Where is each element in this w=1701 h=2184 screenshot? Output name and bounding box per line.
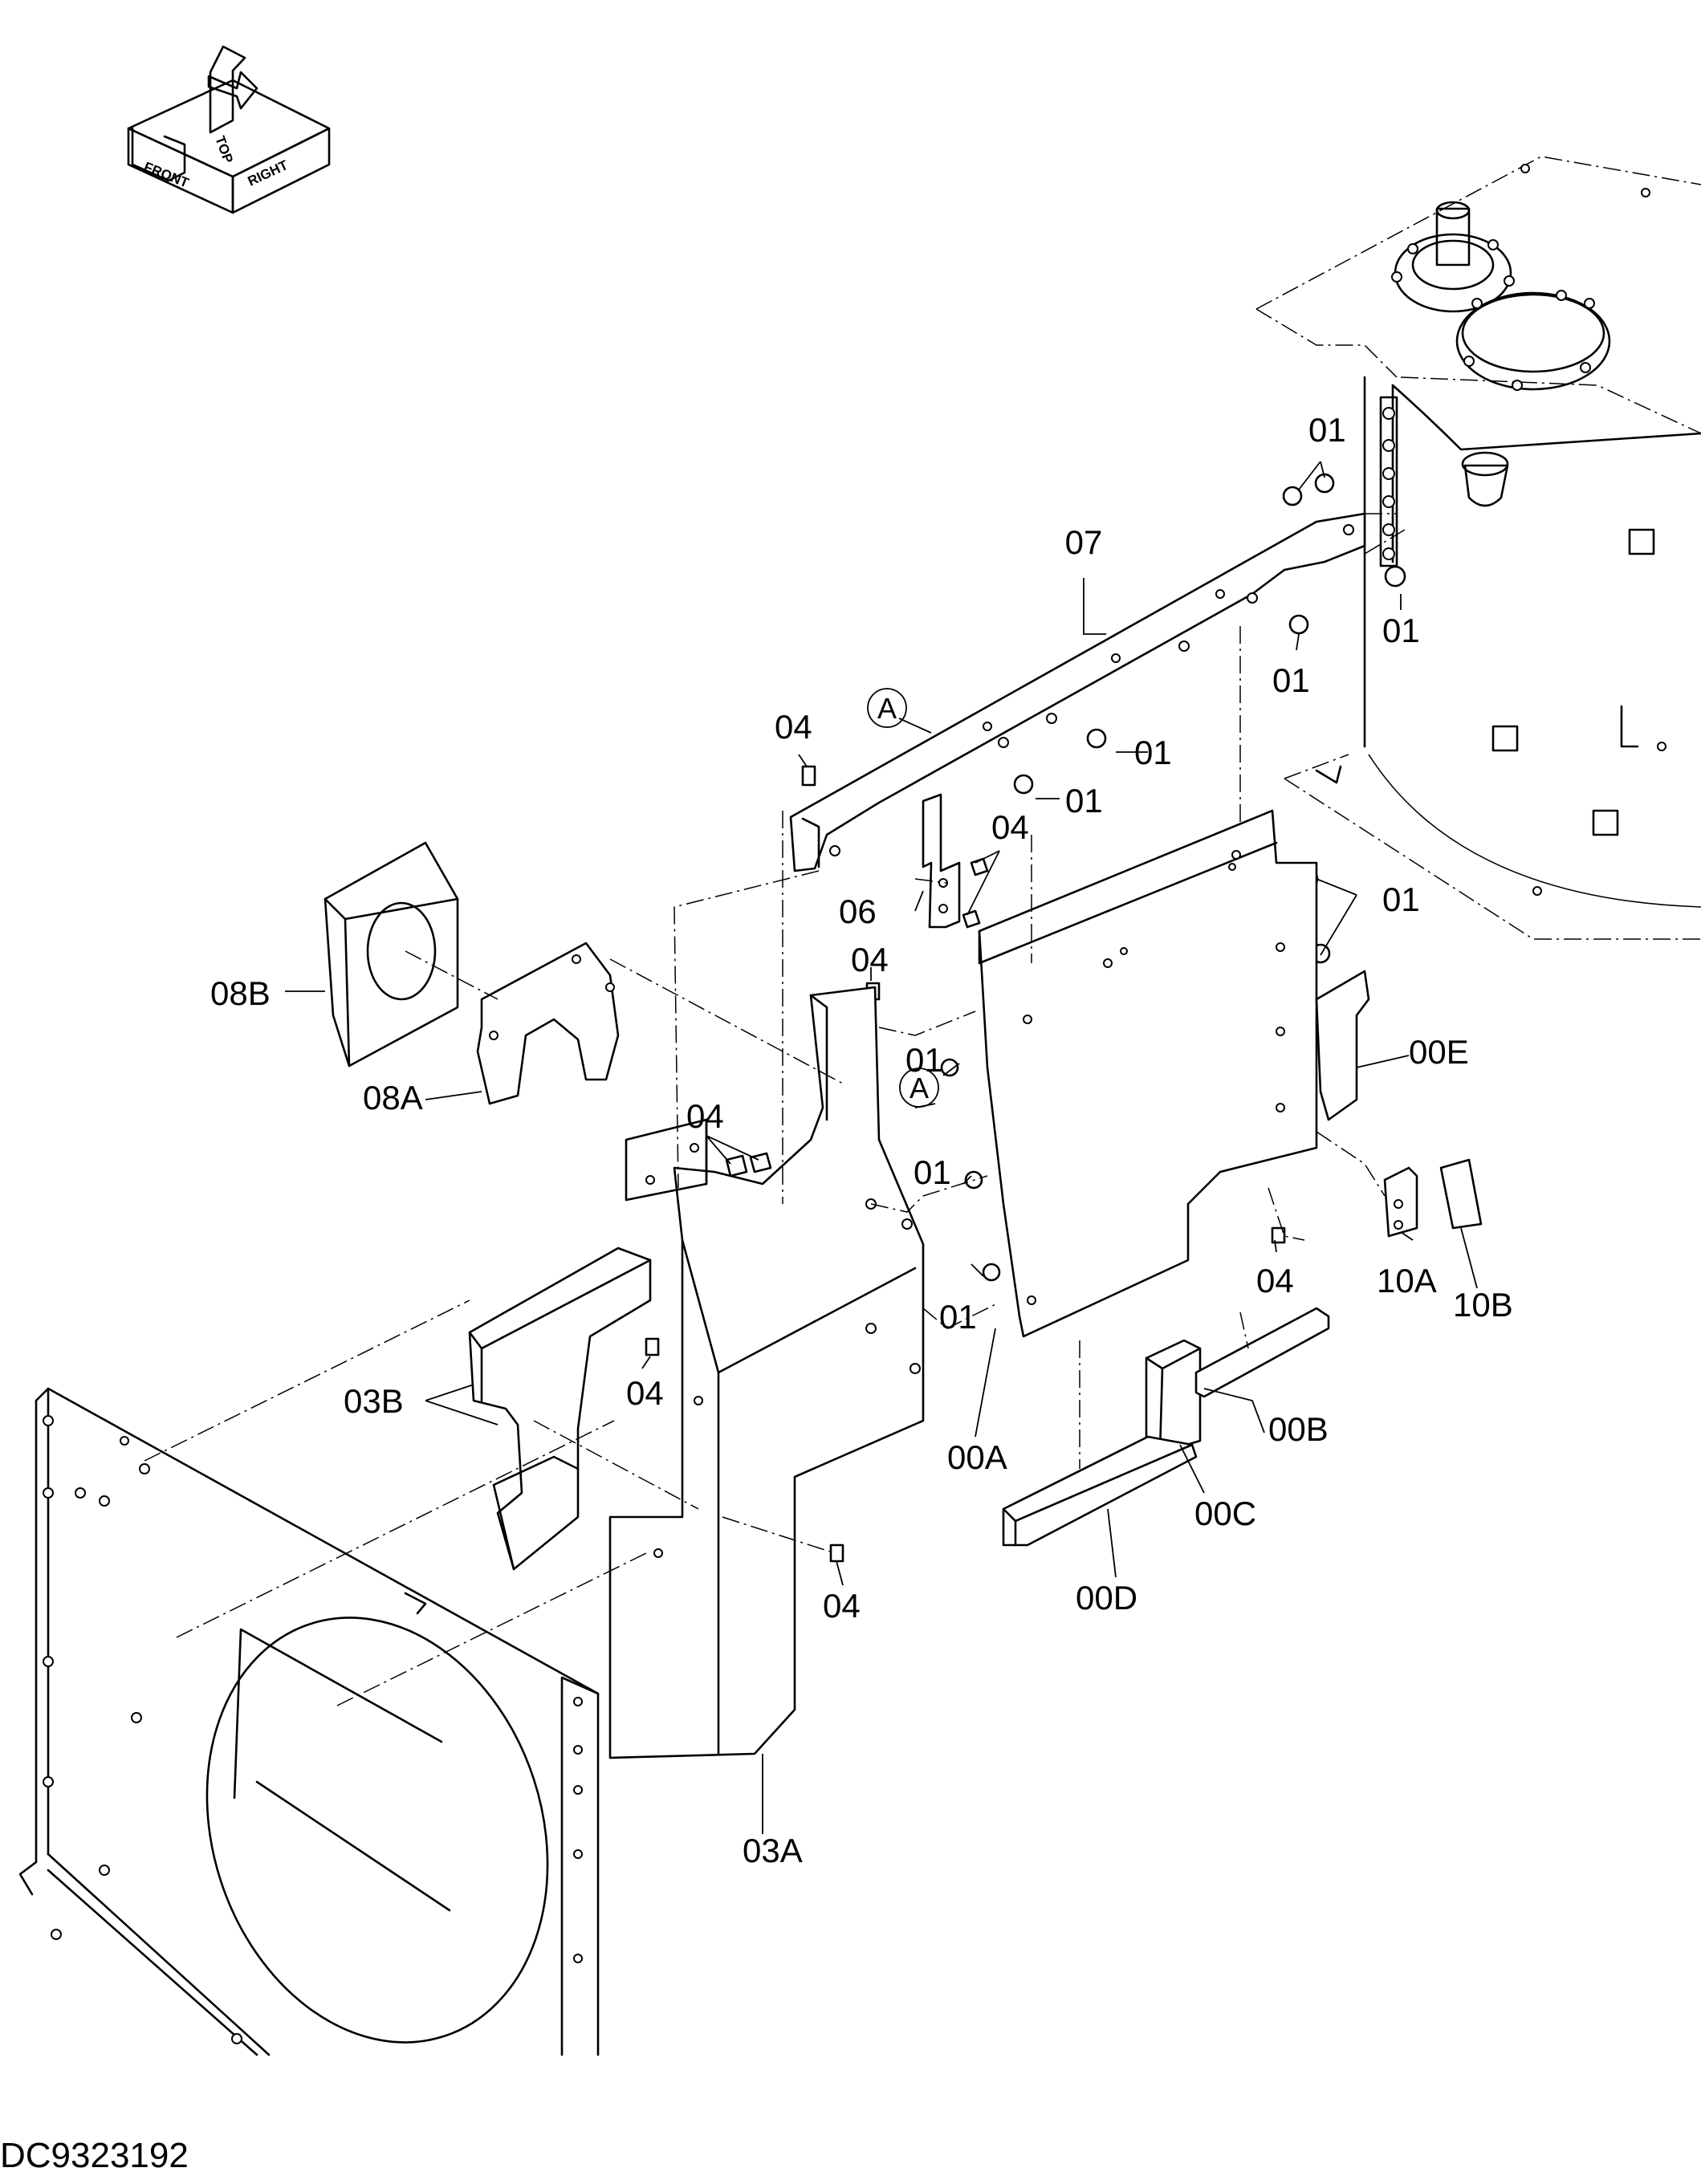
bracket-07 (789, 512, 1366, 872)
label-00d: 00D (1076, 1579, 1137, 1617)
label-01-center-c: 01 (939, 1298, 977, 1336)
ref-a-upper-text: A (877, 692, 897, 725)
hydraulic-tank (1255, 156, 1701, 940)
panel-00a (978, 809, 1318, 1338)
drawing-code: DC9323192 (0, 2136, 189, 2175)
label-04-right: 04 (1256, 1262, 1294, 1299)
cover-03a (608, 986, 925, 1759)
assembly-centerlines (144, 513, 1406, 1706)
plate-06 (922, 793, 961, 929)
seal-10b (1439, 1158, 1483, 1230)
label-06: 06 (839, 893, 877, 930)
label-07: 07 (1065, 523, 1103, 561)
label-04-bottom: 04 (823, 1587, 861, 1625)
ref-a-lower-text: A (910, 1072, 929, 1104)
label-08b: 08B (210, 974, 271, 1012)
label-01-top: 01 (1308, 411, 1346, 449)
label-01-tank: 01 (1382, 612, 1420, 649)
label-10b: 10B (1453, 1286, 1513, 1324)
label-01-panel: 01 (1382, 881, 1420, 918)
ref-a-upper: A (867, 688, 907, 728)
label-03a: 03A (743, 1832, 803, 1869)
label-00e: 00E (1409, 1033, 1469, 1071)
foam-00d (1002, 1435, 1198, 1547)
label-01-center-b: 01 (914, 1153, 951, 1191)
orientation-arrows-icon: FRONT TOP RIGHT (127, 45, 331, 214)
label-04-plate: 04 (991, 808, 1029, 846)
label-04-left: 04 (686, 1097, 724, 1135)
label-01-center-a: 01 (905, 1041, 943, 1079)
foam-00b (1194, 1307, 1330, 1398)
label-03b: 03B (344, 1382, 404, 1420)
label-01-bracket-a: 01 (1134, 734, 1172, 771)
fan-shroud (18, 1387, 600, 2056)
foam-00c (1145, 1339, 1202, 1454)
label-00c: 00C (1194, 1495, 1256, 1532)
part-labels: 07 01 01 01 01 01 04 04 06 01 08B 04 01 … (210, 411, 1513, 1869)
foam-00e (1315, 970, 1370, 1121)
foam-08b (324, 841, 459, 1068)
label-10a: 10A (1377, 1262, 1437, 1299)
label-08a: 08A (363, 1079, 423, 1116)
label-04-center: 04 (851, 941, 889, 978)
ref-a-lower: A (899, 1068, 939, 1108)
label-04-mid: 04 (626, 1374, 664, 1412)
label-04-top: 04 (775, 708, 812, 746)
bracket-08a (476, 942, 620, 1105)
label-01-bracket-b: 01 (1065, 782, 1103, 820)
foam-03b (468, 1247, 652, 1571)
orient-right-label: RIGHT (246, 157, 291, 189)
seal-10a (1383, 1166, 1418, 1238)
label-00b: 00B (1268, 1410, 1329, 1448)
orient-top-label: TOP (212, 134, 236, 165)
label-00a: 00A (947, 1438, 1007, 1476)
leader-lines (285, 461, 1478, 1834)
label-01-right: 01 (1272, 661, 1310, 699)
